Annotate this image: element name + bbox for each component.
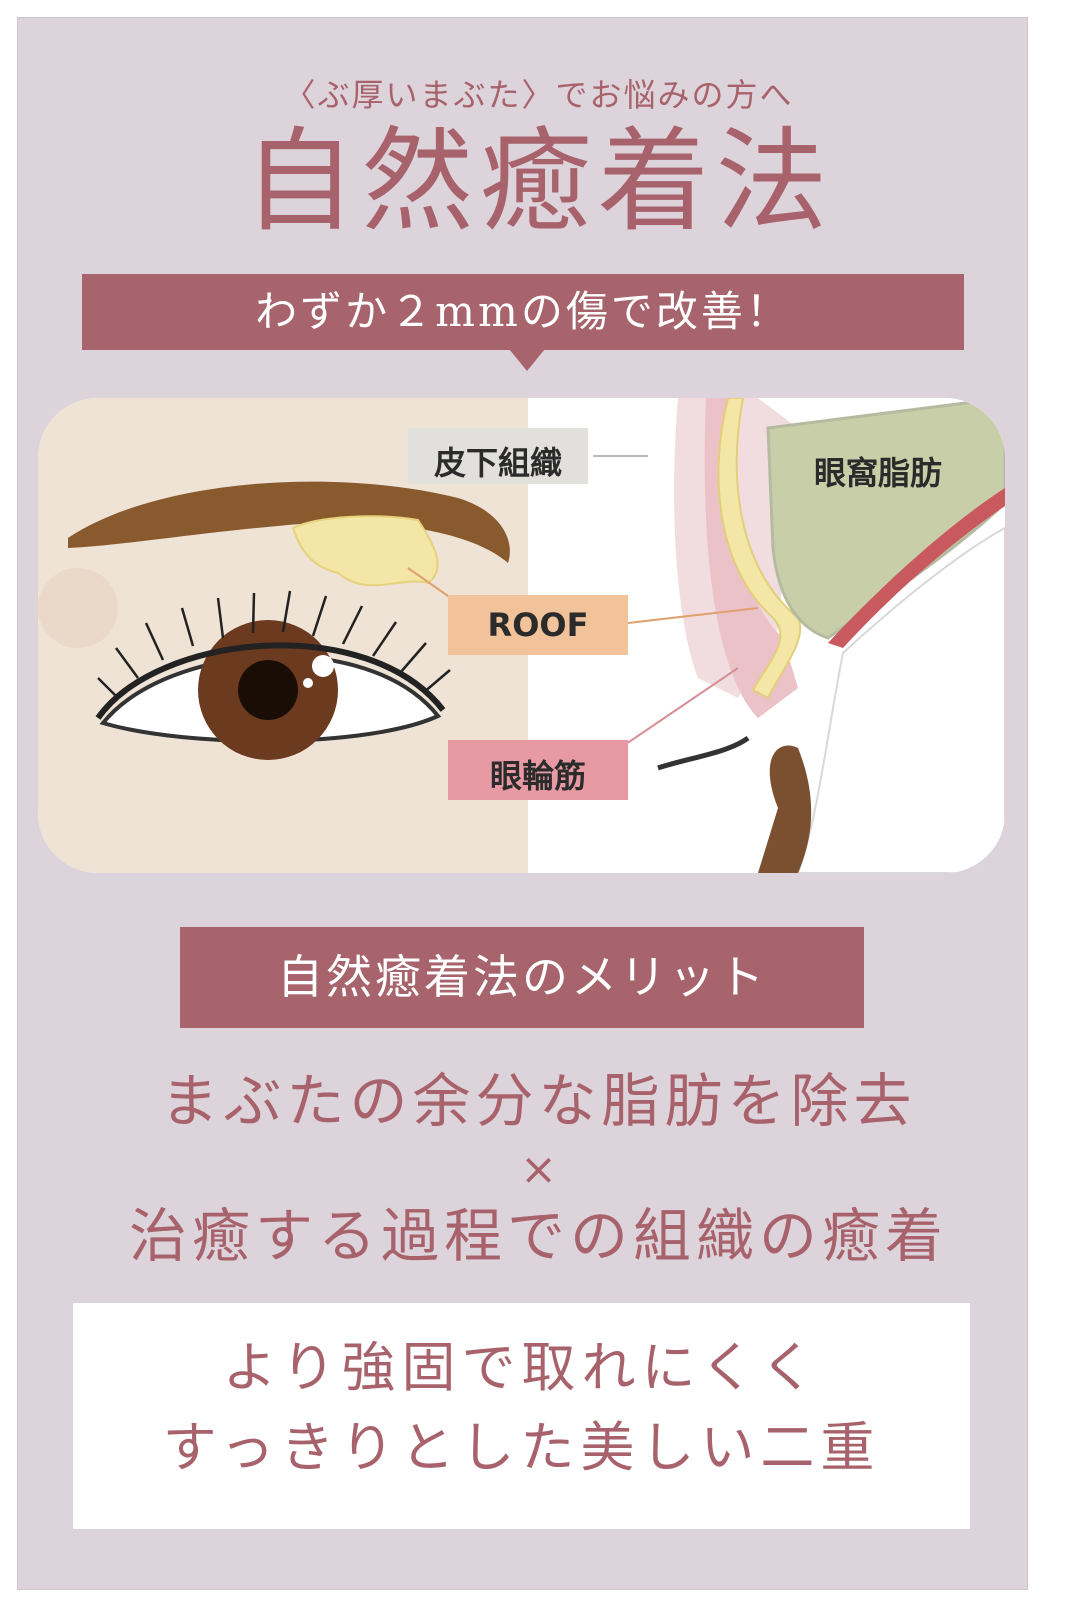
- page-title: 自然癒着法: [243, 117, 834, 247]
- banner-pointer: [509, 349, 545, 371]
- subcutaneous-fat: [717, 398, 802, 700]
- benefit-fat-removal: まぶたの余分な脂肪を除去: [160, 1067, 917, 1135]
- benefit-times-sign: ×: [520, 1144, 557, 1195]
- label-bg-orbicularis: [448, 740, 628, 800]
- label-subcutaneous: 皮下組織: [433, 444, 562, 482]
- incision-banner: わずか２mmの傷で改善！: [82, 274, 964, 350]
- eyebrow-section: [758, 745, 812, 873]
- upper-lash-line: [95, 642, 446, 720]
- eyelid-illustration: 皮下組織 眼窩脂肪 ROOF 眼輪筋: [38, 398, 1005, 873]
- eyelash-section: [657, 735, 750, 771]
- label-bg-roof: [448, 595, 628, 655]
- label-bg-subcutaneous: [408, 428, 588, 484]
- result-line-1: より強固で取れにくく: [222, 1336, 821, 1399]
- benefit-adhesion: 治癒する過程での組織の癒着: [128, 1202, 948, 1270]
- merit-heading: 自然癒着法のメリット: [180, 927, 864, 1028]
- label-orbicularis: 眼輪筋: [489, 757, 586, 795]
- pupil: [238, 660, 298, 720]
- result-line-2: すっきりとした美しい二重: [162, 1416, 881, 1479]
- eyebrow-shape: [68, 481, 510, 563]
- skin-shadow: [38, 568, 118, 648]
- leader-roof-right: [627, 607, 759, 624]
- levator-muscle: [828, 488, 1005, 648]
- label-roof: ROOF: [487, 606, 589, 644]
- eye-highlight-small: [303, 678, 313, 688]
- label-orbital-fat: 眼窩脂肪: [813, 454, 942, 492]
- page-subtitle: 〈ぶ厚いまぶた〉でお悩みの方へ: [283, 76, 794, 114]
- eyelid-anatomy-diagram: [38, 398, 1005, 873]
- eye-highlight: [312, 655, 334, 677]
- eyeball-shape: [796, 526, 1005, 873]
- eyelashes: [97, 590, 451, 699]
- result-box: より強固で取れにくく すっきりとした美しい二重: [73, 1303, 970, 1529]
